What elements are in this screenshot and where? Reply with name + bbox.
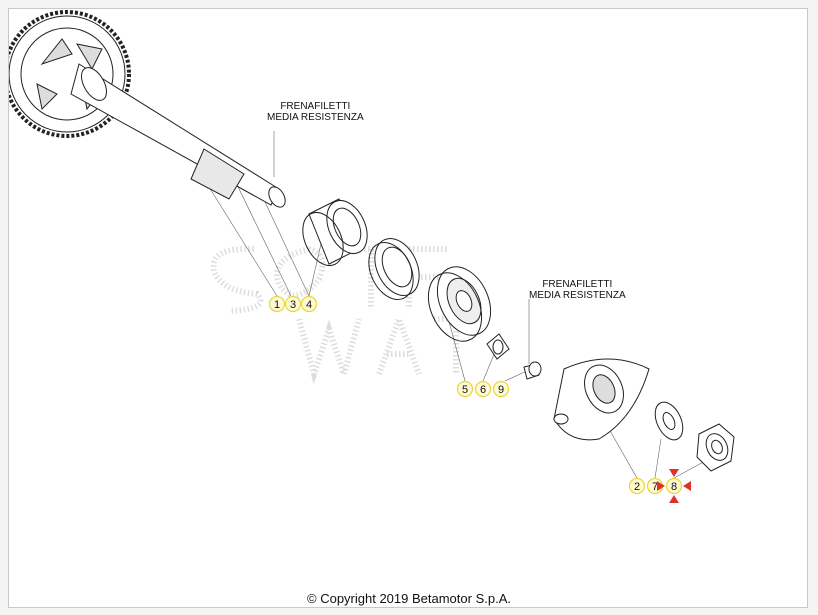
callout-3[interactable]: 3: [284, 295, 302, 313]
flange-nut: [696, 423, 735, 472]
bushing-1: [302, 198, 368, 266]
ball-bearing: [427, 266, 492, 342]
callout-label: 6: [480, 384, 486, 396]
selection-marker-icon: [657, 469, 691, 503]
callout-1[interactable]: 1: [268, 295, 286, 313]
callout-label: 9: [498, 384, 504, 396]
small-washer-and-screw: [486, 333, 542, 380]
callout-8[interactable]: 8: [665, 477, 683, 495]
cam-lever: [553, 358, 650, 441]
threadlocker-note-1: FRENAFILETTI MEDIA RESISTENZA: [267, 101, 364, 123]
exploded-parts-diagram: 1 3 4 5 6 9 2 7 8: [9, 10, 735, 503]
callout-label: 7: [652, 481, 658, 493]
callout-4[interactable]: 4: [300, 295, 318, 313]
note-line: FRENAFILETTI: [542, 279, 613, 290]
callout-5[interactable]: 5: [456, 380, 474, 398]
callout-label: 8: [671, 481, 677, 493]
callout-label: 4: [306, 299, 312, 311]
note-line: FRENAFILETTI: [280, 101, 351, 112]
callout-group: 1 3 4 5 6 9 2 7 8: [268, 295, 683, 495]
note-line: MEDIA RESISTENZA: [267, 112, 364, 123]
callout-label: 1: [274, 299, 280, 311]
callout-2[interactable]: 2: [628, 477, 646, 495]
watermark: [210, 245, 479, 385]
callout-label: 2: [634, 481, 640, 493]
callout-9[interactable]: 9: [492, 380, 510, 398]
copyright-notice: © Copyright 2019 Betamotor S.p.A.: [307, 591, 511, 606]
threadlocker-note-2: FRENAFILETTI MEDIA RESISTENZA: [529, 279, 626, 301]
note-line: MEDIA RESISTENZA: [529, 290, 626, 301]
diagram-frame: 1 3 4 5 6 9 2 7 8 FRENAFILETTI MEDIA RES…: [8, 8, 808, 608]
callout-label: 3: [290, 299, 296, 311]
washer: [654, 401, 684, 441]
oil-seal: [368, 238, 420, 300]
callout-label: 5: [462, 384, 468, 396]
gear-shaft-assembly: [9, 10, 286, 208]
callout-6[interactable]: 6: [474, 380, 492, 398]
